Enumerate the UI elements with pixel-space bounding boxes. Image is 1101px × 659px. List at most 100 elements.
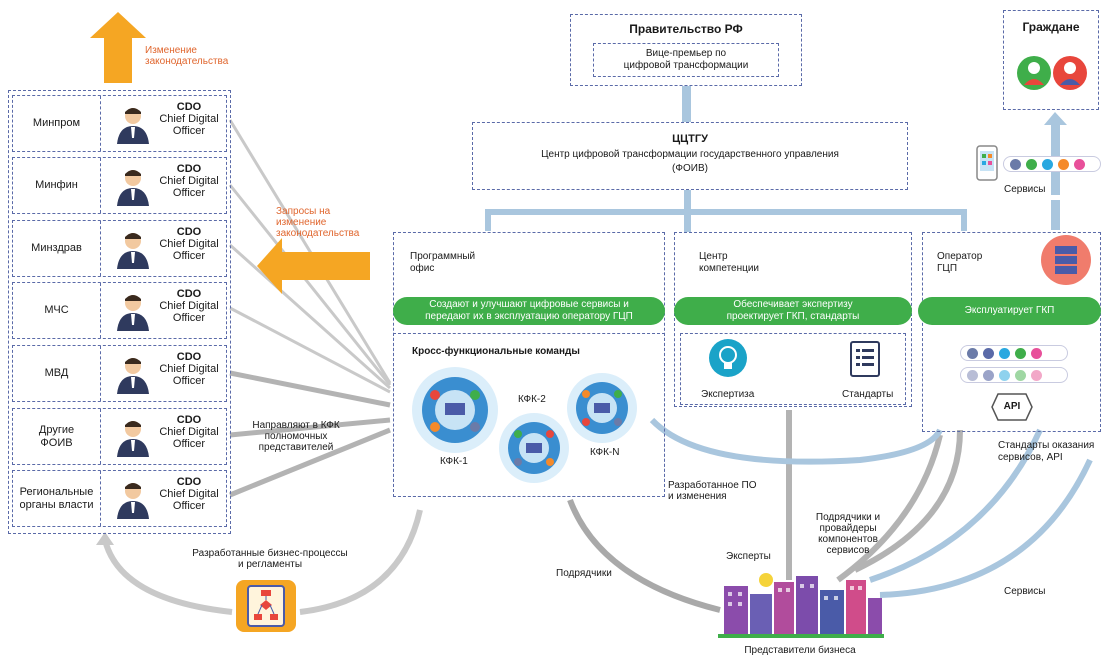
cdo-abbr: CDO bbox=[176, 351, 202, 363]
kfkn-team-icon bbox=[567, 373, 637, 443]
program-pill-line-2: передают их в эксплуатацию оператору ГЦП bbox=[425, 311, 633, 322]
ministry-name-line-1: Другие bbox=[38, 423, 75, 436]
legislation-change-line-1: Изменение bbox=[145, 45, 197, 56]
kfk1-team-icon bbox=[412, 367, 498, 453]
ministry-name-line-1: Минпром bbox=[32, 117, 81, 129]
cctgu-line-2: (ФОИВ) bbox=[672, 163, 708, 174]
cdo-full-line-1: Chief Digital bbox=[159, 175, 219, 187]
ministry-name-line-2: органы власти bbox=[19, 498, 94, 511]
requests-note: Запросы на изменение законодательства bbox=[276, 206, 359, 239]
business-label: Представители бизнеса bbox=[744, 645, 856, 656]
direct-line-2: полномочных bbox=[264, 431, 328, 442]
services-top-label: Сервисы bbox=[1004, 184, 1046, 195]
competence-pill-line-1: Обеспечивает экспертизу bbox=[733, 299, 853, 310]
op-dot-b4 bbox=[1015, 369, 1026, 381]
officer-avatar-icon bbox=[117, 358, 149, 394]
developed-line-1: Разработанное ПО bbox=[668, 480, 757, 491]
standards-api-line-2: сервисов, API bbox=[998, 452, 1063, 463]
services-top-dots bbox=[1003, 156, 1101, 172]
op-dot-a2 bbox=[983, 347, 994, 359]
cdo-full-line-1: Chief Digital bbox=[159, 238, 219, 250]
services-bottom-label: Сервисы bbox=[1004, 586, 1046, 597]
op-dot-b1 bbox=[967, 369, 978, 381]
citizens-icon bbox=[1017, 56, 1087, 90]
cdo-full-line-2: Officer bbox=[172, 312, 206, 324]
cctgu-line-1: Центр цифровой трансформации государстве… bbox=[541, 149, 839, 160]
contractors-line-2: провайдеры bbox=[819, 523, 877, 534]
ministries-group bbox=[8, 90, 231, 534]
phone-icon bbox=[976, 145, 998, 181]
competence-box: Центр компетенции bbox=[674, 232, 912, 407]
api-gear-icon bbox=[991, 393, 1033, 421]
gov-connector bbox=[682, 82, 691, 122]
officer-avatar-icon bbox=[117, 295, 149, 331]
cdo-full-line-2: Officer bbox=[172, 500, 206, 512]
operator-title-1: Оператор bbox=[937, 251, 983, 262]
operator-title-2: ГЦП bbox=[937, 263, 957, 274]
program-office-pill: Создают и улучшают цифровые сервисы и пе… bbox=[393, 297, 665, 325]
competence-title-2: компетенции bbox=[699, 263, 760, 274]
gov-title: Правительство РФ bbox=[629, 22, 743, 36]
contractors-line-3: компонентов bbox=[818, 534, 878, 545]
program-office-title-1: Программный bbox=[410, 251, 476, 262]
competence-inner-box bbox=[680, 333, 906, 405]
developed-line-2: и изменения bbox=[668, 491, 727, 502]
legislation-change-line-2: законодательства bbox=[145, 56, 229, 67]
cdo-full-line-2: Officer bbox=[172, 250, 206, 262]
developed-label: Разработанное ПО и изменения bbox=[668, 480, 757, 502]
cdo-full-line-1: Chief Digital bbox=[159, 363, 219, 375]
requests-arrow bbox=[282, 252, 370, 280]
ministry-name: Минпром bbox=[13, 96, 101, 151]
teams-box: Кросс-функциональные команды bbox=[393, 333, 665, 497]
competence-title-1: Центр bbox=[699, 251, 728, 262]
citizens-title: Граждане bbox=[1022, 20, 1080, 34]
vice-line-1: Вице-премьер по bbox=[645, 48, 727, 59]
processes-line-2: и регламенты bbox=[237, 559, 303, 570]
op-dot-b3 bbox=[999, 369, 1010, 381]
op-dot-a4 bbox=[1015, 347, 1026, 359]
contractors-line-4: сервисов bbox=[826, 545, 870, 556]
contractors-line-1: Подрядчики и bbox=[815, 512, 881, 523]
op-dot-b2 bbox=[983, 369, 994, 381]
standards-api-line-1: Стандарты оказания bbox=[998, 440, 1095, 451]
cctgu-title: ЦЦТГУ bbox=[672, 133, 708, 145]
legislation-change-note: Изменение законодательства bbox=[145, 45, 228, 67]
contractors-label: Подрядчики bbox=[556, 568, 612, 579]
cdo-full-line-1: Chief Digital bbox=[159, 426, 219, 438]
standards-api-label: Стандарты оказания сервисов, API bbox=[998, 440, 1094, 464]
requests-line-3: законодательства bbox=[276, 228, 360, 239]
contractors-providers-label: Подрядчики и провайдеры компонентов серв… bbox=[808, 512, 888, 556]
vice-line-2: цифровой трансформации bbox=[623, 60, 749, 71]
legislation-arrow bbox=[104, 38, 132, 83]
cdo-abbr: CDO bbox=[176, 101, 202, 113]
ministry-name: МВД bbox=[13, 346, 101, 401]
flowchart-icon bbox=[236, 580, 296, 632]
ministry-name: МЧС bbox=[13, 283, 101, 338]
gov-box: Правительство РФ Вице-премьер по цифрово… bbox=[570, 14, 802, 86]
ministry-name: Минздрав bbox=[13, 221, 101, 276]
ministry-name-line-1: МВД bbox=[44, 367, 69, 379]
direct-line-3: представителей bbox=[258, 442, 334, 453]
requests-line-2: изменение bbox=[276, 217, 327, 228]
teams-title: Кросс-функциональные команды bbox=[412, 346, 580, 357]
cctgu-box: ЦЦТГУ Центр цифровой трансформации госуд… bbox=[472, 122, 908, 190]
api-label: API bbox=[1003, 401, 1021, 412]
operator-pill: Эксплуатирует ГКП bbox=[918, 297, 1101, 325]
document-icon bbox=[850, 341, 880, 377]
kfk2-team-icon bbox=[499, 413, 569, 483]
cdo-abbr: CDO bbox=[176, 476, 202, 488]
kfkn-label: КФК-N bbox=[590, 447, 620, 458]
